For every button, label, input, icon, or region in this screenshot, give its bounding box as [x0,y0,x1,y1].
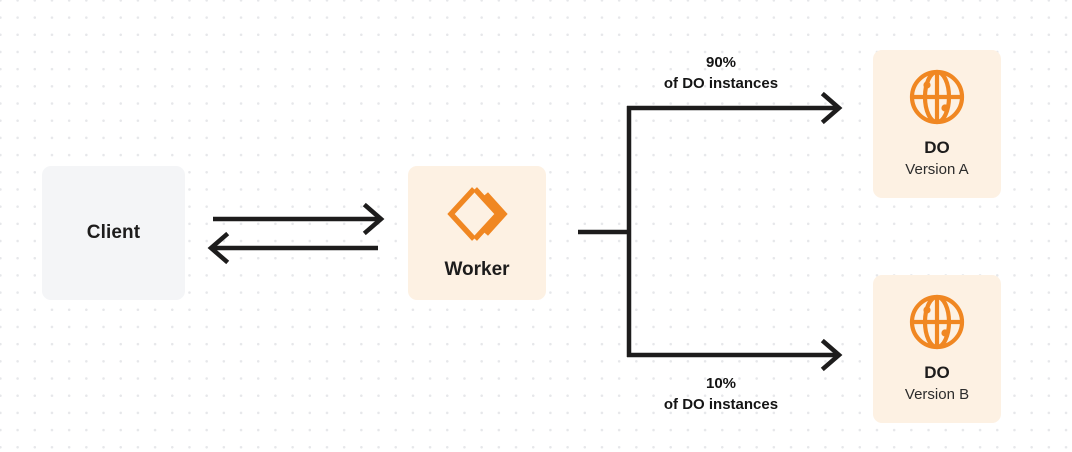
edge-worker-branch-trunk [578,106,632,357]
edge-label-do-b-caption: of DO instances [663,396,779,414]
edge-label-do-b: 10% of DO instances [621,373,821,416]
node-do-b-subtitle: Version B [904,386,970,404]
edge-label-do-b-percent: 10% [705,375,737,392]
node-client-label: Client [86,222,141,243]
edge-client-to-worker [213,202,385,236]
cloudflare-workers-logo-icon [446,185,508,243]
node-client[interactable]: Client [42,166,185,300]
node-worker[interactable]: Worker [408,166,546,300]
durable-object-globe-icon [908,293,966,351]
node-do-b-title: DO [924,362,950,382]
edge-label-do-a: 90% of DO instances [621,52,821,95]
node-do-version-b[interactable]: DO Version B [873,275,1001,423]
edge-worker-to-do-a [627,91,843,125]
node-worker-label: Worker [444,259,510,280]
edge-worker-to-do-b [627,338,843,372]
durable-object-globe-icon [908,68,966,126]
edge-worker-to-client [207,231,378,265]
node-do-version-a[interactable]: DO Version A [873,50,1001,198]
node-do-a-subtitle: Version A [905,161,969,179]
edge-label-do-a-caption: of DO instances [663,75,779,93]
edge-label-do-a-percent: 90% [705,54,737,71]
node-do-a-title: DO [924,137,950,157]
